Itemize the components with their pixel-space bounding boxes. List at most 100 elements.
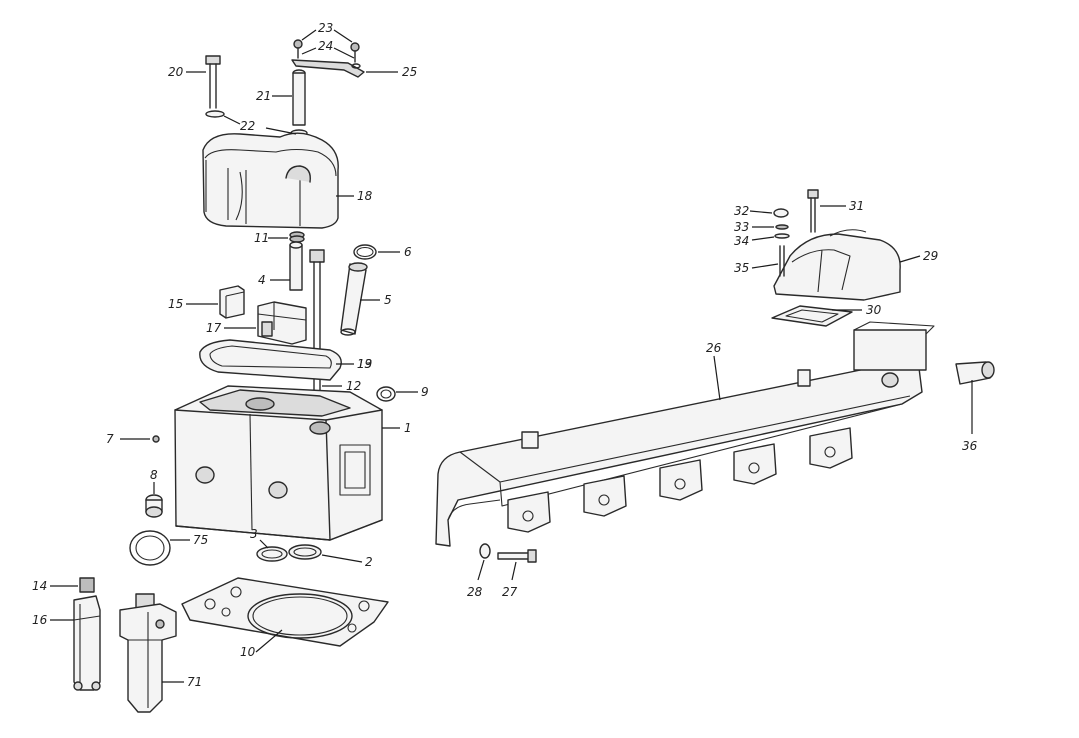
part-sleeve xyxy=(290,69,308,137)
part-plug xyxy=(152,435,160,443)
part-tube xyxy=(340,262,368,336)
part-housing-bolt xyxy=(807,189,819,233)
callout-label-3: 3 xyxy=(250,527,258,541)
callout-label-1: 1 xyxy=(404,421,412,435)
callout-34: 34 xyxy=(734,234,775,248)
callout-15: 15 xyxy=(168,297,218,311)
callout-layer: 1 2 3 4 5 6 7 8 xyxy=(32,21,978,689)
part-spring-washer xyxy=(289,231,305,243)
callout-label-5: 5 xyxy=(384,293,392,307)
callout-16: 16 xyxy=(32,613,74,627)
callout-36: 36 xyxy=(962,380,978,453)
callout-label-16: 16 xyxy=(32,613,48,627)
callout-label-32: 32 xyxy=(734,204,749,218)
callout-label-10: 10 xyxy=(240,645,256,659)
part-injector-sleeve xyxy=(289,241,303,291)
part-seal-ring xyxy=(376,386,396,402)
callout-label-75: 75 xyxy=(193,533,208,547)
callout-29: 29 xyxy=(899,249,938,263)
callout-32: 32 xyxy=(734,204,773,218)
callout-30: 30 xyxy=(832,303,882,317)
callout-label-19: 19 xyxy=(357,357,372,371)
callout-label-29: 29 xyxy=(923,249,938,263)
part-outlet-housing xyxy=(773,229,901,301)
part-o-ring xyxy=(353,244,377,260)
callout-13: 13 xyxy=(336,357,372,371)
callout-label-20: 20 xyxy=(168,65,184,79)
part-manifold xyxy=(435,321,935,547)
callout-5: 5 xyxy=(360,293,392,307)
callout-25: 25 xyxy=(366,65,417,79)
callout-label-18: 18 xyxy=(357,189,373,203)
callout-label-30: 30 xyxy=(866,303,882,317)
callout-10: 10 xyxy=(240,629,283,659)
part-cover-gasket xyxy=(199,339,342,381)
callout-label-2: 2 xyxy=(365,555,373,569)
callout-label-14: 14 xyxy=(32,579,47,593)
part-injector-holder xyxy=(119,593,177,713)
callout-19: 19 xyxy=(357,357,372,371)
part-bridge xyxy=(257,301,307,345)
callout-24: 24 xyxy=(301,39,355,59)
part-flat-washer xyxy=(774,233,790,239)
part-nut xyxy=(773,208,789,218)
callout-4: 4 xyxy=(258,273,290,287)
callout-75: 75 xyxy=(170,533,208,547)
callout-33: 33 xyxy=(734,220,774,234)
callout-11: 11 xyxy=(254,231,288,245)
callout-18: 18 xyxy=(336,189,373,203)
callout-label-4: 4 xyxy=(258,273,266,287)
callout-label-9: 9 xyxy=(421,385,429,399)
callout-label-7: 7 xyxy=(106,432,114,446)
part-valve-bridge xyxy=(73,577,101,691)
part-flange-gasket xyxy=(771,305,853,327)
part-bracket xyxy=(291,39,365,78)
callout-6: 6 xyxy=(378,245,412,259)
callout-26: 26 xyxy=(706,341,722,401)
callout-20: 20 xyxy=(168,65,206,79)
callout-14: 14 xyxy=(32,579,78,593)
callout-17: 17 xyxy=(206,321,256,335)
callout-label-11: 11 xyxy=(254,231,269,245)
callout-label-17: 17 xyxy=(206,321,222,335)
callout-label-13: 13 xyxy=(357,357,372,371)
callout-3: 3 xyxy=(250,527,269,549)
callout-1: 1 xyxy=(382,421,412,435)
callout-label-23: 23 xyxy=(318,21,333,35)
part-rocker-cover xyxy=(202,132,339,229)
part-manifold-bolt xyxy=(497,549,537,563)
callout-12: 12 xyxy=(322,379,361,393)
callout-label-31: 31 xyxy=(849,199,864,213)
callout-label-27: 27 xyxy=(502,585,518,599)
callout-8: 8 xyxy=(150,468,158,494)
callout-35: 35 xyxy=(734,261,779,275)
callout-27: 27 xyxy=(502,561,518,599)
part-guide-block xyxy=(219,285,245,319)
callout-label-26: 26 xyxy=(706,341,722,355)
callout-label-33: 33 xyxy=(734,220,749,234)
callout-7: 7 xyxy=(106,432,150,446)
callout-label-24: 24 xyxy=(318,39,333,53)
callout-label-6: 6 xyxy=(404,245,412,259)
part-bolt xyxy=(205,55,225,118)
part-large-ring xyxy=(129,530,171,566)
callout-label-28: 28 xyxy=(467,585,483,599)
callout-9: 9 xyxy=(396,385,429,399)
part-seat-ring-large xyxy=(288,544,322,560)
callout-label-21: 21 xyxy=(256,89,271,103)
callout-31: 31 xyxy=(820,199,864,213)
callout-2: 2 xyxy=(321,554,373,569)
callout-label-15: 15 xyxy=(168,297,183,311)
callout-label-36: 36 xyxy=(962,439,978,453)
callout-28: 28 xyxy=(467,559,485,599)
callout-label-35: 35 xyxy=(734,261,749,275)
part-head-gasket xyxy=(181,577,389,647)
callout-label-71: 71 xyxy=(187,675,202,689)
part-valve-seat xyxy=(145,494,163,518)
callout-label-8: 8 xyxy=(150,468,158,482)
callout-label-22: 22 xyxy=(240,119,255,133)
part-lock-washer xyxy=(775,224,789,230)
part-washer xyxy=(479,543,491,559)
